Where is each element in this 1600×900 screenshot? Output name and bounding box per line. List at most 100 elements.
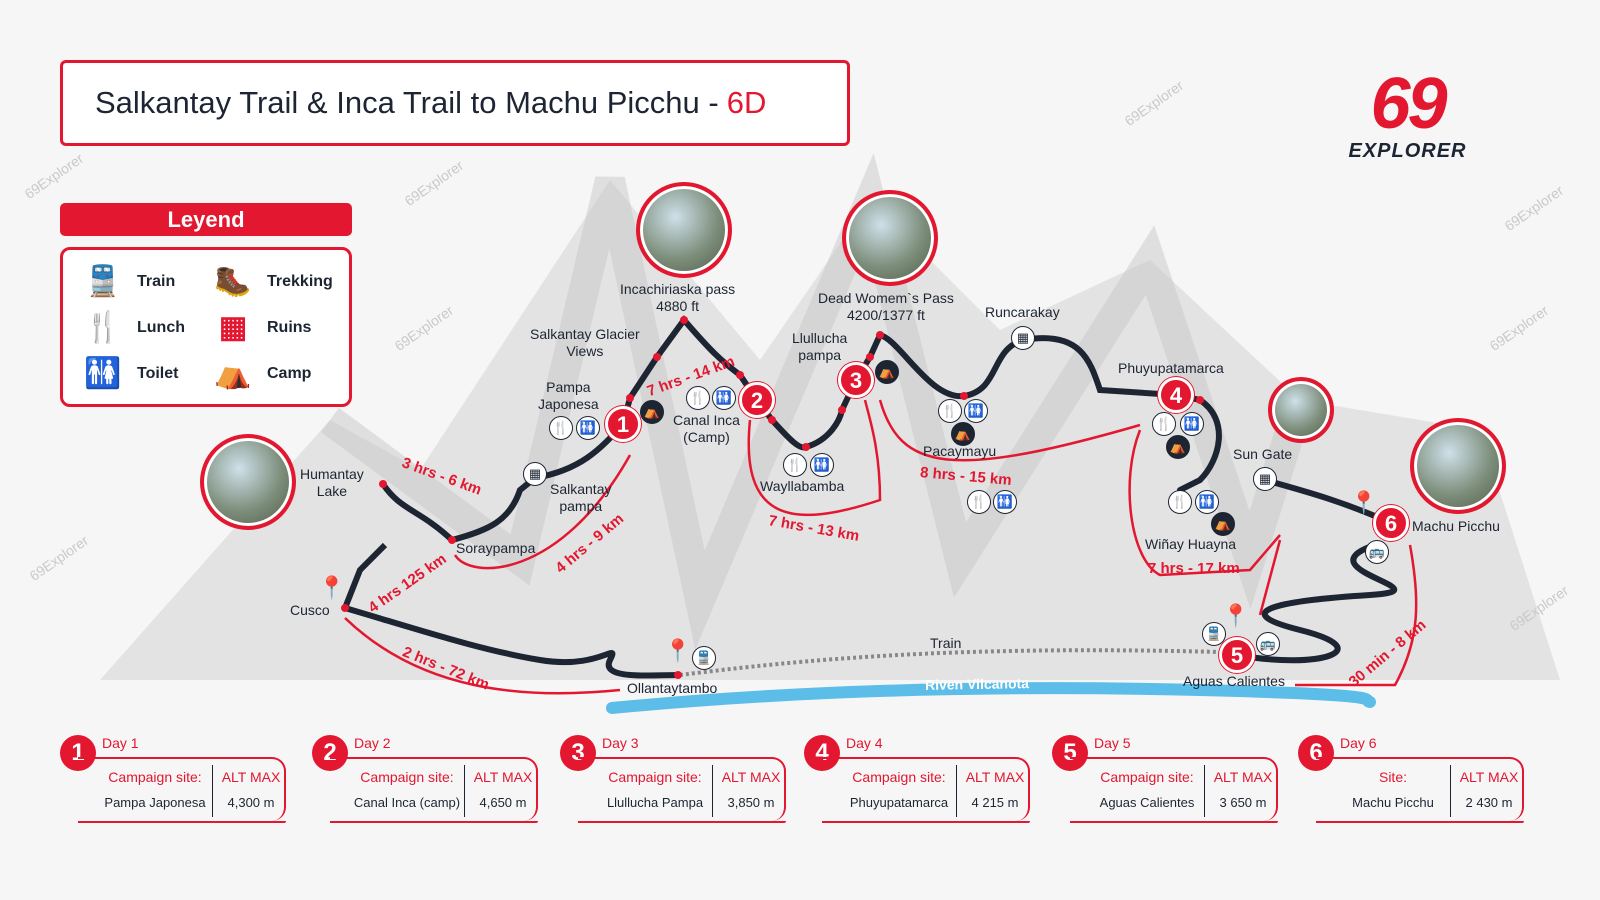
location-pin-icon: 📍 [1222,603,1250,628]
site-value: Llullucha Pampa [606,795,704,810]
logo-word: EXPLORER [1348,140,1467,162]
hiker-icon: 🥾 [214,265,252,298]
divider [956,765,957,817]
photo-dead-womens-pass [842,190,938,286]
utensils-icon: 🍴 [1152,412,1176,436]
utensils-icon: 🍴 [1168,490,1192,514]
utensils-icon: 🍴 [84,311,122,344]
toilet-icon: 🚻 [84,357,122,390]
legend-label: Lunch [137,319,185,336]
toilet-icon: 🚻 [712,386,736,410]
tent-icon: ⛺ [1211,512,1235,536]
place-phuyupatamarca: Phuyupatamarca [1118,360,1224,376]
day-label: Day 3 [602,735,639,751]
site-label: Site: [1378,769,1407,785]
photo-sun-gate [1268,377,1334,443]
place-runcarakay: Runcarakay [985,304,1060,320]
utensils-icon: 🍴 [967,490,991,514]
day-marker-2: 2 [739,382,775,418]
day-label: Day 4 [846,735,883,751]
card-frame [822,821,1030,823]
alt-label: ALT MAX [965,769,1025,785]
site-label: Campaign site: [360,769,454,785]
card-frame [578,821,786,823]
location-pin-icon: 📍 [1350,490,1378,515]
alt-value: 3,850 m [727,795,775,810]
card-frame [78,821,286,823]
divider [1204,765,1205,817]
alt-value: 4 215 m [971,795,1019,810]
photo-humantay-lake [200,434,296,530]
place-cusco: Cusco [290,602,330,618]
place-incachiriaska-pass: Incachiriaska pass 4880 ft [620,281,736,314]
place-wayllabamba: Wayllabamba [760,478,845,494]
toilet-icon: 🚻 [1195,490,1219,514]
site-label: Campaign site: [608,769,702,785]
legend-label: Trekking [267,273,333,290]
route-dots [341,316,1204,679]
day-marker-4: 4 [1158,377,1194,413]
place-sun-gate: Sun Gate [1233,446,1293,462]
route-label: 7 hrs - 17 km [1148,560,1240,577]
alt-label: ALT MAX [1459,769,1519,785]
place-ollantaytambo: Ollantaytambo [627,680,718,696]
place-humantay-lake: Humantay Lake [300,466,364,499]
divider [212,765,213,817]
title-text: Salkantay Trail & Inca Trail to Machu Pi… [95,85,719,120]
card-frame [822,757,1030,821]
card-frame [1070,757,1278,821]
alt-label: ALT MAX [721,769,781,785]
legend-label: Train [137,273,176,290]
day-label: Day 6 [1340,735,1377,751]
card-frame [1316,757,1524,821]
train-icon: 🚆 [84,265,122,298]
site-value: Aguas Calientes [1099,795,1195,810]
card-frame [1070,821,1278,823]
train-icon: 🚆 [692,646,716,670]
utensils-icon: 🍴 [938,399,962,423]
utensils-icon: 🍴 [549,416,573,440]
place-machu-picchu: Machu Picchu [1412,518,1500,534]
place-llullucha-pampa: Llullucha pampa [792,330,848,363]
toilet-icon: 🚻 [993,490,1017,514]
legend-label: Camp [267,365,312,382]
bus-icon: 🚌 [1365,540,1389,564]
card-frame [1316,821,1524,823]
place-aguas-calientes: Aguas Calientes [1183,673,1285,689]
train-icon: 🚆 [1202,622,1226,646]
photo-machu-picchu [1410,418,1506,514]
alt-label: ALT MAX [221,769,281,785]
road-aguas-machu [1236,542,1398,664]
road-cusco-ollantaytambo [342,542,681,679]
legend: 🚆 Train 🥾 Trekking 🍴 Lunch ▦ Ruins 🚻 Toilet ⛺… [60,247,352,407]
legend-label: Toilet [137,365,179,382]
place-glacier-views: Salkantay Glacier Views [530,326,640,359]
ruins-icon: ▦ [218,311,248,344]
brand-logo: 69 EXPLORER [1325,68,1490,163]
card-frame [330,821,538,823]
logo-number: 69 [1370,64,1447,144]
day-label: Day 5 [1094,735,1131,751]
card-frame [78,757,286,821]
ruins-icon: ▦ [1011,326,1035,350]
alt-value: 4,650 m [479,795,527,810]
site-label: Campaign site: [108,769,202,785]
alt-label: ALT MAX [473,769,533,785]
toilet-icon: 🚻 [1180,412,1204,436]
alt-value: 3 650 m [1219,795,1267,810]
site-value: Machu Picchu [1352,795,1434,810]
toilet-icon: 🚻 [576,416,600,440]
location-pin-icon: 📍 [318,575,346,600]
card-frame [330,757,538,821]
place-pacaymayu: Pacaymayu [923,443,997,459]
photo-incachiriaska-pass [636,182,732,278]
legend-label: Ruins [267,319,312,336]
location-pin-icon: 📍 [664,638,692,663]
day-marker-1: 1 [605,406,641,442]
alt-value: 2 430 m [1465,795,1513,810]
place-soraypampa: Soraypampa [456,540,536,556]
tent-icon: ⛺ [214,357,252,390]
day-label: Day 2 [354,735,391,751]
